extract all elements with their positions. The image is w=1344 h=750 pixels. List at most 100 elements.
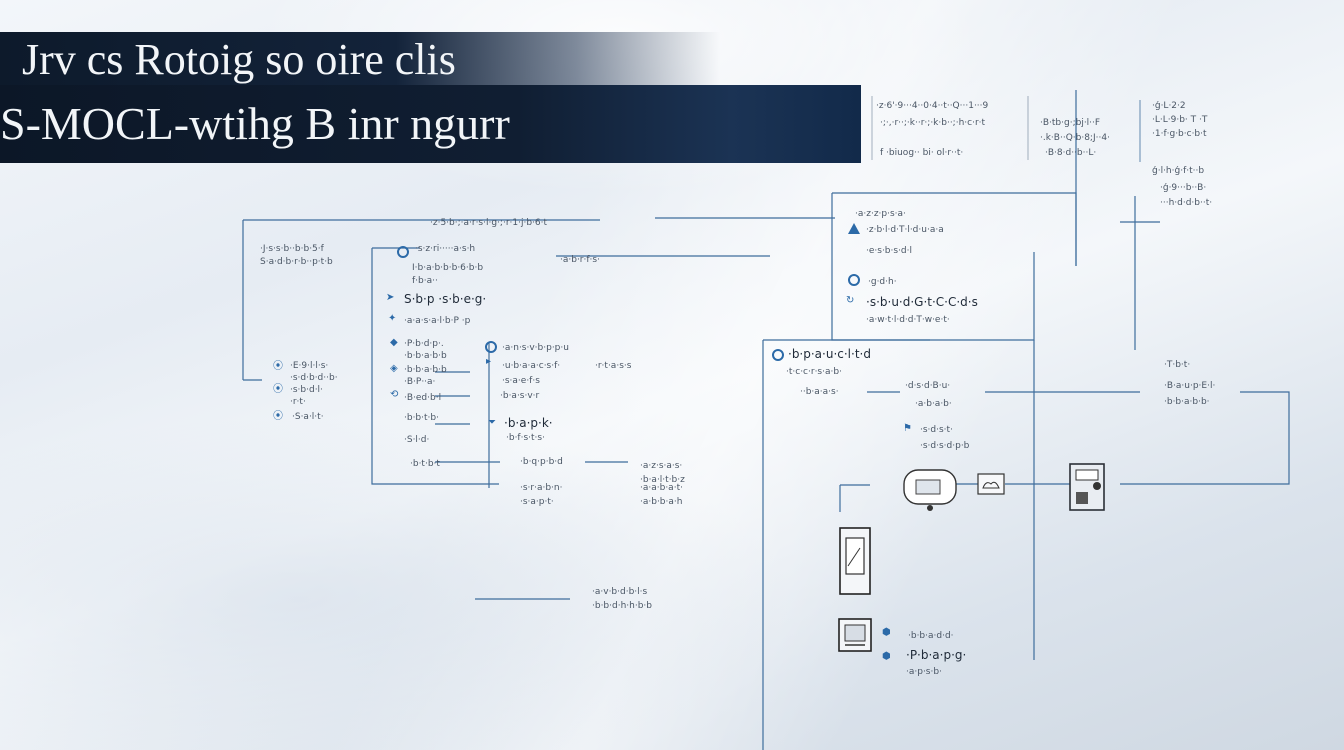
left-r3: S·b·p ·s·b·e·g· [404, 292, 487, 306]
box-sub-2: ··b·a·a·s· [800, 387, 839, 397]
node-circle-icon [397, 246, 409, 258]
router-device-icon [903, 469, 957, 511]
left-l2b: ·r·t· [290, 397, 306, 407]
right-n1b: ·a·b·a·b· [915, 399, 952, 409]
left-r1a: ·J·s·s·b··b·b·5·f [260, 244, 324, 254]
flag-icon: ⚑ [903, 423, 912, 434]
left-s3: ·B·ed·b·l [404, 393, 442, 403]
left-l4: ·S·l·d· [404, 435, 430, 445]
left-s1: ·P·b·d·p·. [404, 339, 444, 349]
chart-icon: ⬢ [882, 651, 891, 662]
right-far2b: ·b·b·a·b·b· [1164, 397, 1210, 407]
bullet-icon-3: ⦿ [273, 411, 283, 422]
mid-3: ·s·a·e·f·s [502, 376, 540, 386]
note-c4: ǵ·l·h·ǵ·f·t··b [1152, 166, 1205, 176]
box-circle-icon [772, 349, 784, 361]
left-b1b: ·b·f·s·t·s· [506, 433, 545, 443]
phone-device-icon [839, 527, 871, 595]
right-bot2: ·P·b·a·p·g· [906, 648, 967, 662]
warning-icon [848, 223, 860, 234]
left-r1b: S·a·d·b·r·b··p·t·b [260, 257, 333, 267]
left-r4: ·a·a·s·a·l·b·P ·p [404, 316, 471, 326]
note-a2: ·;·,·r··;·k··r·;·k·b··;·h·c·r·t [880, 118, 986, 128]
far-2: ·a·a·b·a·t· [640, 483, 683, 493]
left-r2b: I·b·a·b·b·b·6·b·b [412, 263, 484, 273]
far-1: ·a·z·s·a·s· [640, 461, 683, 471]
left-bracket-line [242, 219, 600, 381]
left-l3b: ·b·t·b·t [410, 459, 440, 469]
left-s3b: ·b·b·t·b· [404, 413, 439, 423]
sync-icon: ⟲ [390, 389, 399, 400]
box-title: ·b·p·a·u·c·l·t·d [788, 347, 871, 361]
caret-icon: ▸ [486, 356, 492, 367]
right-bot1: ·b·b·a·d·d· [908, 631, 954, 641]
right-n2: ·s·d·s·t· [920, 425, 953, 435]
refresh-icon: ↻ [846, 295, 855, 306]
bottom-label-1: ·a·v·b·d·b·l·s [592, 587, 648, 597]
bottom-label-2: ·b·b·d·h·h·b·b [592, 601, 652, 611]
left-mid-1: ·a·b·r·f·s· [560, 255, 600, 265]
far-2b: ·a·b·b·a·h [640, 497, 683, 507]
box-sub: ·t·c·c·r·s·a·b· [786, 367, 842, 377]
right-r1b: ·e·s·b·s·d·l [866, 246, 913, 256]
tag-icon: ⬢ [882, 627, 891, 638]
note-b3: ·B·8·d··b··L· [1045, 148, 1097, 158]
left-s1b: ·b·b·a·b·b [404, 351, 447, 361]
right-bracket [1120, 196, 1160, 350]
right-header: ·a·z·z·p·s·a· [855, 209, 906, 219]
left-r2c: f·b·a·· [412, 276, 438, 286]
left-b2b: ·s·r·a·b·n· [520, 483, 563, 493]
lower-connectors [867, 391, 1290, 485]
lower-box-frame [762, 339, 1035, 750]
note-c3: ·1·f·g·b·c·b·t [1152, 129, 1207, 139]
right-r3b: ·a·w·t·l·d·d·T·w·e·t· [866, 315, 950, 325]
left-l2: ·s·b·d·l· [290, 385, 323, 395]
title-line-1: Jrv cs Rotoig so oire clis [22, 35, 456, 84]
note-c1: ·ǵ·L·2·2 [1152, 101, 1186, 111]
note-frame [871, 96, 1029, 160]
note-c6: ···h·d·d·b··t· [1160, 198, 1213, 208]
monitor-device-icon [838, 618, 872, 652]
small-node-icon: ◆ [390, 337, 398, 348]
title-line-2: S-MOCL-wtihg B inr ngurr [0, 98, 510, 149]
left-r2a: ·s·z·ri·····a·s·h [415, 244, 476, 254]
right-far1: ·T·b·t· [1164, 360, 1191, 370]
left-l1: ·E·9·l·l·s· [290, 361, 329, 371]
right-bot2b: ·a·p·s·b· [906, 667, 942, 677]
filter-icon: ⏷ [488, 417, 496, 428]
status-circle-icon [848, 274, 860, 286]
left-s2b: ·B·P··a· [404, 377, 436, 387]
title-banner-line-1: Jrv cs Rotoig so oire clis [0, 32, 720, 88]
title-banner-line-2: S-MOCL-wtihg B inr ngurr [0, 85, 861, 163]
left-l3: ·S·a·l·t· [292, 412, 324, 422]
mid-2b: ·u·b·a·a·c·s·f· [502, 361, 561, 371]
server-device-icon [1069, 463, 1105, 511]
left-b1: ·b·a·p·k· [504, 416, 553, 430]
left-header: ·z·5·b·;·a·r·s·l·g·;·r·1·j·b·6·t [430, 218, 548, 228]
mid-2: ·a·n·s·v·b·p·p·u [502, 343, 569, 353]
left-b3: ·s·a·p·t· [520, 497, 554, 507]
right-far2: ·B·a·u·p·E·l· [1164, 381, 1216, 391]
left-b2: ·b·q·p·b·d [520, 457, 563, 467]
mid-4: ·b·a·s·v·r [500, 391, 540, 401]
left-s2: ·b·b·a·b·b [404, 365, 447, 375]
note-b1: ·B·tb·g·;bj·l··F [1040, 118, 1101, 128]
mid-4b: ·r·t·a·s·s [595, 361, 632, 371]
right-n2b: ·s·d·s·d·p·b [920, 441, 970, 451]
note-c5: ·ǵ·9···b··B· [1160, 183, 1207, 193]
arrow-icon: ➤ [386, 292, 395, 303]
note-b2: ·.k·B··Q·b·8;J··4· [1040, 133, 1110, 143]
right-r2: ·g·d·h· [868, 277, 897, 287]
bullet-icon-1: ⦿ [273, 361, 283, 372]
right-n1: ·d·s·d·B·u· [905, 381, 951, 391]
link-icon: ◈ [390, 363, 398, 374]
bullet-icon-2: ⦿ [273, 384, 283, 395]
gear-icon: ✦ [388, 313, 397, 324]
left-l1b: ·s·d·b·d··b· [290, 373, 338, 383]
note-c2: ·L·L·9·b· T ·T [1152, 115, 1208, 125]
note-a3: f ·biuog·· bi· ol·r··t· [880, 148, 964, 158]
far-1b: ·b·a·l·t·b·z [640, 475, 685, 485]
note-a1: ·z·6'·9···4··0·4··t··Q···1···9 [876, 101, 989, 111]
device-link [839, 484, 870, 512]
